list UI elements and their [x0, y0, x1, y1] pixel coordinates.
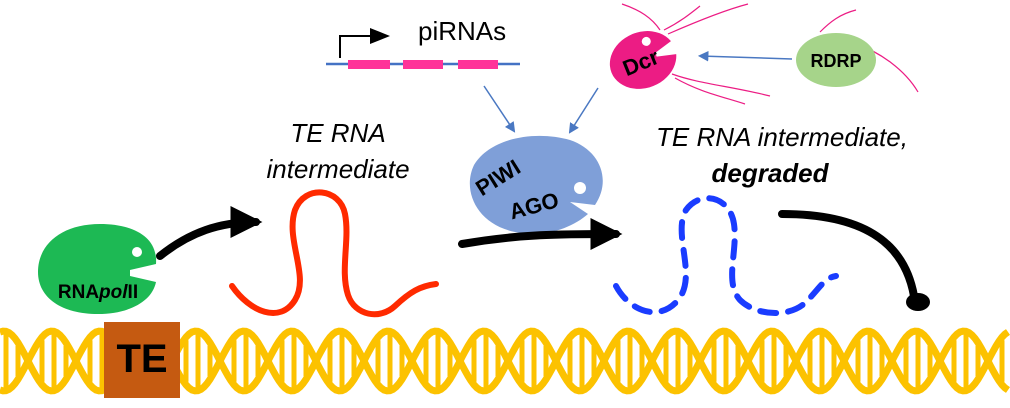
rna-strand [667, 3, 749, 35]
pirna-segment [348, 60, 390, 69]
rnapol-label: RNApolII [58, 282, 138, 303]
rna-pol-ii-enzyme: RNApolII [38, 224, 157, 314]
pirna-cluster: piRNAs [326, 16, 520, 69]
rdrp-enzyme: RDRP [796, 9, 919, 93]
pirna-segment [458, 60, 498, 69]
rna-strand [621, 3, 661, 31]
rdrp-label: RDRP [810, 51, 861, 71]
rna-strand [674, 77, 746, 105]
dicer-enzyme: Dcr [609, 3, 771, 105]
te-intermediate-label-line1: TE RNA [290, 118, 385, 148]
degraded-rna-strand [613, 195, 839, 317]
cleavage-arrow [458, 218, 623, 251]
pirna-to-piwi-arrow [483, 85, 516, 133]
transcription-arrow [156, 206, 263, 260]
promoter-arrow [339, 28, 390, 58]
rna-strand [671, 73, 771, 97]
rna-strand [663, 5, 701, 31]
pirna-segment [403, 60, 443, 69]
te-box-label: TE [116, 337, 167, 381]
te-intermediate-label-line2: intermediate [266, 154, 409, 184]
silencing-arrow-blunt-end [906, 293, 930, 311]
rna-strand [819, 9, 857, 33]
te-rna-strand [229, 189, 439, 318]
rdrp-to-dcr-arrow [697, 51, 793, 62]
te-box: TE [104, 322, 180, 398]
silencing-arrow [778, 210, 918, 300]
dcr-to-ago-arrow [568, 87, 599, 134]
degraded-label-line2: degraded [711, 158, 829, 188]
pirnas-label: piRNAs [418, 16, 506, 46]
piwi-ago-enzyme: PIWI AGO [469, 135, 603, 234]
degraded-label-line1: TE RNA intermediate, [656, 122, 908, 152]
